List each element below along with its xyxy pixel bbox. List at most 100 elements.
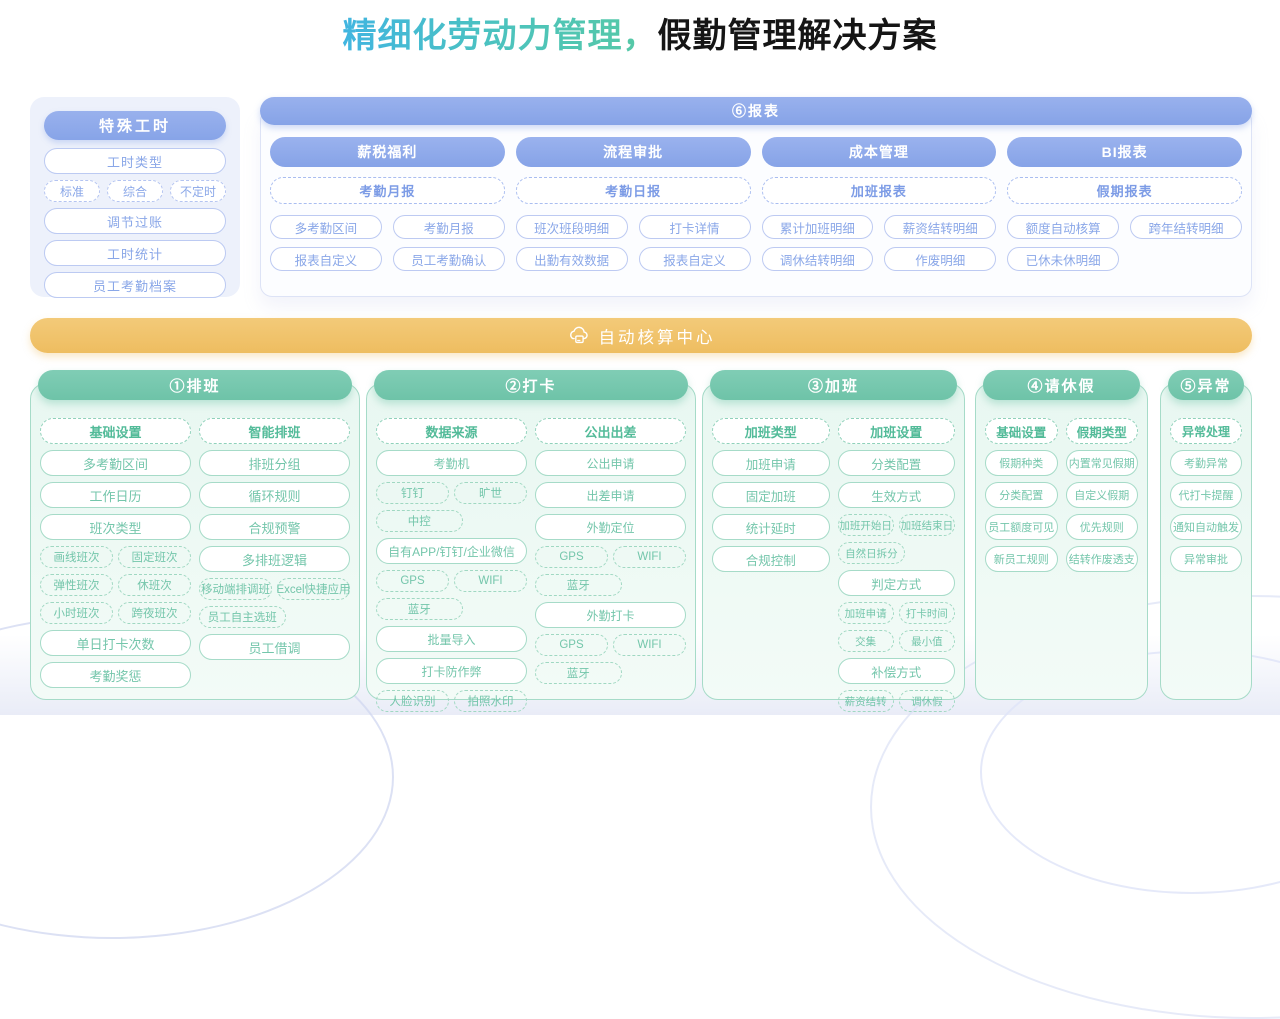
feature-tag: 画线班次 (40, 546, 113, 568)
report-item: 报表自定义 (638, 247, 751, 271)
feature-item: 打卡防作弊 (376, 658, 527, 684)
feature-small-row: 人脸识别拍照水印 (376, 690, 527, 712)
feature-item: 补偿方式 (837, 658, 955, 684)
feature-small-row: 中控 (376, 510, 527, 532)
sidebar-tag: 综合 (107, 180, 163, 202)
cloud-computing-icon (567, 324, 590, 347)
panel-column: 加班类型加班申请固定加班统计延时合规控制 (712, 418, 830, 692)
page-title-highlight: 精细化劳动力管理， (342, 17, 658, 55)
feature-item: 固定加班 (712, 482, 830, 508)
feature-small-row: 薪资结转调休假 (837, 690, 955, 712)
special-hours-header: 特殊工时 (44, 111, 226, 140)
report-item: 调休结转明细 (761, 247, 874, 271)
feature-tag: 自然日拆分 (837, 542, 906, 564)
feature-tag: 人脸识别 (376, 690, 449, 712)
feature-item: 外勤打卡 (535, 602, 686, 628)
feature-tag: 跨夜班次 (118, 602, 191, 624)
sidebar-tag: 不定时 (170, 180, 226, 202)
feature-tag: 中控 (376, 510, 463, 532)
feature-item: 工作日历 (40, 482, 191, 508)
feature-group-header: 公出出差 (535, 418, 686, 444)
feature-item: 公出申请 (535, 450, 686, 476)
feature-small-row: 交集最小值 (837, 630, 955, 652)
feature-item: 多考勤区间 (40, 450, 191, 476)
feature-item: 员工额度可见 (985, 514, 1058, 540)
feature-small-row: 加班申请打卡时间 (837, 602, 955, 624)
panel-leave: ④请休假基础设置假期种类分类配置员工额度可见新员工规则假期类型内置常见假期自定义… (975, 370, 1148, 700)
report-row-1: 多考勤区间考勤月报班次班段明细打卡详情累计加班明细薪资结转明细额度自动核算跨年结… (270, 215, 1242, 239)
feature-tag: 钉钉 (376, 482, 449, 504)
feature-tag: WIFI (454, 570, 527, 592)
page-title-rest: 假勤管理解决方案 (657, 17, 938, 55)
sidebar-item: 员工考勤档案 (44, 272, 226, 298)
panel-scheduling: ①排班基础设置多考勤区间工作日历班次类型画线班次固定班次弹性班次休班次小时班次跨… (30, 370, 360, 700)
feature-tag: 员工自主选班 (199, 606, 286, 628)
feature-group-header: 数据来源 (376, 418, 527, 444)
report-item: 考勤月报 (392, 215, 505, 239)
report-category: 流程审批 (515, 137, 751, 167)
panel-header: ⑤异常 (1168, 370, 1244, 400)
panel-column: 基础设置假期种类分类配置员工额度可见新员工规则 (985, 418, 1058, 692)
feature-group-header: 加班设置 (837, 418, 955, 444)
feature-tag: GPS (376, 570, 449, 592)
panel-column: 加班设置分类配置生效方式加班开始日加班结束日自然日拆分判定方式加班申请打卡时间交… (837, 418, 956, 712)
feature-tag: 交集 (837, 630, 894, 652)
report-item: 累计加班明细 (761, 215, 874, 239)
feature-item: 假期种类 (985, 450, 1058, 476)
feature-item: 合规控制 (712, 546, 830, 572)
report-item: 作废明细 (884, 247, 997, 271)
panel-columns: 异常处理考勤异常代打卡提醒通知自动触发异常审批 (1170, 418, 1242, 692)
report-item: 报表自定义 (270, 247, 382, 271)
feature-item: 排班分组 (199, 450, 350, 476)
feature-item: 自定义假期 (1065, 482, 1138, 508)
report-category: 成本管理 (761, 137, 997, 167)
feature-small-row: 蓝牙 (376, 598, 527, 620)
feature-item: 批量导入 (376, 626, 527, 652)
feature-item: 自有APP/钉钉/企业微信 (376, 538, 527, 564)
feature-group-header: 基础设置 (40, 418, 191, 444)
panel-header: ④请休假 (983, 370, 1140, 400)
feature-tag: GPS (535, 634, 608, 656)
feature-item: 合规预警 (199, 514, 350, 540)
feature-item: 代打卡提醒 (1170, 482, 1242, 508)
report-category: 薪税福利 (270, 137, 505, 167)
feature-item: 通知自动触发 (1170, 514, 1242, 540)
report-subheader: 考勤日报 (515, 177, 751, 204)
report-item: 出勤有效数据 (515, 247, 628, 271)
report-item: 班次班段明细 (515, 215, 628, 239)
report-item: 跨年结转明细 (1130, 215, 1242, 239)
report-item: 打卡详情 (638, 215, 751, 239)
feature-item: 多排班逻辑 (199, 546, 350, 572)
feature-tag: 打卡时间 (898, 602, 955, 624)
sidebar-tag: 标准 (44, 180, 100, 202)
feature-small-row: 自然日拆分 (837, 542, 956, 564)
feature-item: 优先规则 (1065, 514, 1138, 540)
report-category: BI报表 (1007, 137, 1242, 167)
feature-group-header: 基础设置 (985, 418, 1058, 444)
feature-small-row: 小时班次跨夜班次 (40, 602, 191, 624)
feature-tag: 休班次 (118, 574, 191, 596)
feature-tag: WIFI (613, 546, 686, 568)
report-item: 多考勤区间 (270, 215, 382, 239)
sidebar-small-row: 标准 综合 不定时 (44, 180, 226, 202)
feature-tag: 拍照水印 (454, 690, 527, 712)
feature-item: 分类配置 (837, 450, 955, 476)
feature-item: 出差申请 (535, 482, 686, 508)
feature-item: 统计延时 (712, 514, 830, 540)
auto-calc-center-bar: 自动核算中心 (30, 318, 1252, 353)
reports-header: ⑥报表 (260, 97, 1252, 125)
feature-item: 班次类型 (40, 514, 191, 540)
report-item: 已休未休明细 (1007, 247, 1120, 271)
sidebar-item: 工时统计 (44, 240, 226, 266)
panel-exception: ⑤异常异常处理考勤异常代打卡提醒通知自动触发异常审批 (1160, 370, 1252, 700)
feature-small-row: 画线班次固定班次 (40, 546, 191, 568)
feature-item: 考勤奖惩 (40, 662, 191, 688)
panel-columns: 基础设置假期种类分类配置员工额度可见新员工规则假期类型内置常见假期自定义假期优先… (985, 418, 1138, 692)
panel-columns: 加班类型加班申请固定加班统计延时合规控制加班设置分类配置生效方式加班开始日加班结… (712, 418, 956, 712)
